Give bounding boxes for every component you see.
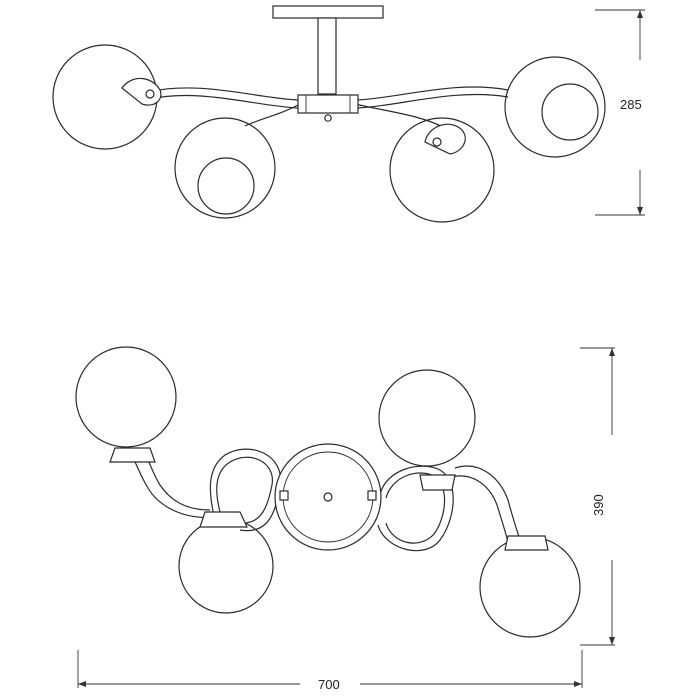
side-shade-far-left	[52, 44, 162, 150]
top-shade-upper-left	[75, 346, 177, 463]
width-label: 700	[318, 677, 340, 692]
height-label: 285	[620, 97, 642, 112]
top-shade-lower-left	[178, 511, 274, 614]
top-shade-upper-right	[378, 369, 476, 491]
stem-rod	[317, 17, 337, 95]
side-view: 285	[52, 5, 645, 223]
side-shade-far-right	[504, 56, 606, 158]
side-arms	[147, 86, 509, 129]
finial	[324, 114, 332, 122]
side-shade-mid-left	[174, 117, 276, 219]
width-dimension: 700	[77, 650, 583, 692]
central-disc	[274, 443, 382, 551]
depth-dimension: 390	[580, 347, 615, 646]
side-shade-mid-right	[389, 117, 495, 223]
central-hub	[297, 94, 359, 114]
top-shade-lower-right	[479, 535, 581, 638]
depth-label: 390	[591, 494, 606, 516]
height-dimension: 285	[595, 9, 645, 216]
top-view: 390 700	[75, 346, 615, 692]
ceiling-canopy	[272, 5, 384, 19]
